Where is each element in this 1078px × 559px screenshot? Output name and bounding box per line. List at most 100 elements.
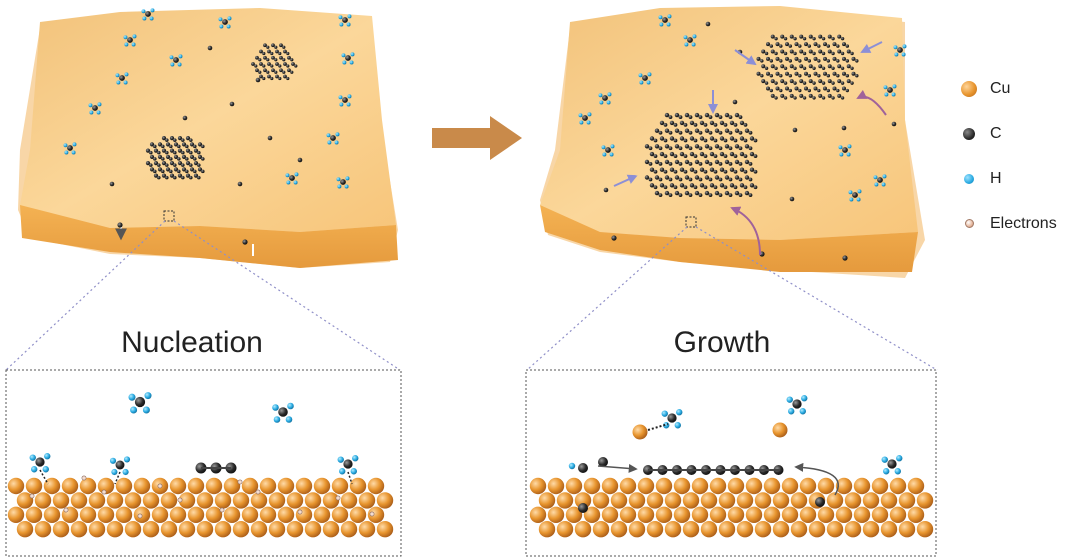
hydrogen-atom	[96, 110, 101, 115]
copper-atom	[691, 506, 709, 523]
carbon-atom	[793, 96, 797, 100]
carbon-atom	[724, 128, 730, 133]
carbon-atom	[255, 68, 259, 73]
copper-atom	[277, 506, 295, 523]
carbon-atom	[770, 64, 775, 69]
carbon-atom	[648, 146, 653, 151]
hydrogen-atom	[141, 9, 146, 14]
copper-atom	[313, 477, 331, 495]
carbon-atom	[283, 74, 287, 79]
hydrogen-atom	[838, 145, 843, 150]
carbon-atom	[738, 193, 743, 197]
copper-atom	[259, 477, 277, 495]
carbon-atom	[275, 74, 279, 79]
copper-atom	[700, 492, 718, 509]
carbon-atom	[764, 51, 769, 56]
carbon-atom	[679, 183, 685, 188]
carbon-atom	[821, 36, 826, 41]
copper-atom	[673, 477, 691, 495]
carbon-atom	[761, 49, 766, 54]
hydrogen-atom	[598, 93, 603, 98]
copper-atom	[574, 492, 592, 509]
carbon-atom	[290, 70, 294, 74]
carbon-atom	[743, 169, 748, 174]
carbon-atom	[728, 115, 733, 119]
carbon-atom	[189, 175, 193, 180]
hydrogen-atom	[63, 143, 68, 148]
carbon-atom	[694, 128, 700, 133]
carbon-atom	[340, 179, 346, 185]
carbon-atom	[749, 136, 755, 141]
carbon-atom	[827, 93, 832, 98]
carbon-atom	[201, 144, 205, 149]
carbon-atom	[161, 161, 167, 166]
carbon-atom	[832, 42, 837, 47]
copper-atom	[322, 492, 340, 509]
copper-atom	[196, 492, 214, 509]
carbon-atom	[823, 56, 827, 61]
hydrogen-atom	[646, 80, 651, 85]
carbon-atom	[271, 68, 275, 73]
copper-atom	[664, 492, 682, 509]
carbon-atom	[815, 497, 825, 507]
carbon-atom	[153, 157, 157, 161]
copper-atom	[142, 492, 160, 509]
carbon-atom	[181, 163, 185, 167]
carbon-atom	[603, 187, 609, 193]
carbon-atom	[173, 154, 179, 159]
carbon-atom	[698, 130, 703, 135]
carbon-atom	[673, 185, 678, 190]
hydrogen-atom	[337, 184, 342, 189]
carbon-atom	[699, 183, 705, 188]
carbon-atom	[255, 55, 259, 60]
carbon-atom	[658, 146, 663, 151]
carbon-atom	[845, 44, 850, 48]
carbon-atom	[749, 151, 755, 157]
carbon-atom	[173, 138, 177, 142]
carbon-atom	[804, 86, 808, 91]
carbon-atom	[821, 66, 826, 70]
carbon-atom	[813, 86, 818, 91]
copper-atom	[772, 492, 790, 509]
carbon-atom	[157, 163, 161, 167]
copper-atom	[682, 521, 700, 538]
hydrogen-atom	[881, 182, 886, 187]
carbon-atom	[699, 151, 705, 157]
carbon-atom	[708, 115, 713, 119]
hydrogen-atom	[89, 110, 94, 115]
carbon-atom	[197, 167, 203, 172]
carbon-atom	[197, 142, 203, 147]
carbon-atom	[789, 64, 794, 69]
carbon-atom	[718, 115, 723, 119]
growth-molecules	[568, 395, 903, 513]
carbon-atom	[708, 177, 713, 182]
copper-atom	[898, 492, 916, 509]
carbon-atom	[279, 43, 283, 48]
carbon-atom	[663, 169, 668, 174]
carbon-atom	[119, 75, 125, 81]
electron	[255, 489, 261, 495]
carbon-atom	[783, 51, 788, 56]
carbon-atom	[780, 93, 785, 98]
carbon-atom	[709, 167, 715, 172]
carbon-atom	[714, 128, 720, 133]
carbon-atom	[699, 120, 705, 126]
hydrogen-atom	[44, 453, 51, 460]
copper-atom	[772, 422, 788, 438]
carbon-atom	[185, 169, 189, 174]
carbon-atom	[855, 59, 859, 63]
carbon-atom	[145, 11, 151, 17]
carbon-atom	[602, 95, 608, 101]
carbon-atom	[818, 64, 823, 69]
copper-atom	[547, 477, 565, 495]
hydrogen-atom	[338, 95, 343, 100]
carbon-atom	[812, 81, 816, 85]
hydrogen-atom	[786, 396, 793, 403]
carbon-atom	[739, 151, 745, 157]
carbon-atom	[654, 175, 660, 180]
carbon-atom	[669, 120, 675, 126]
carbon-atom	[704, 112, 710, 118]
carbon-atom	[258, 70, 262, 74]
copper-atom	[574, 521, 592, 538]
copper-atom	[61, 477, 79, 495]
